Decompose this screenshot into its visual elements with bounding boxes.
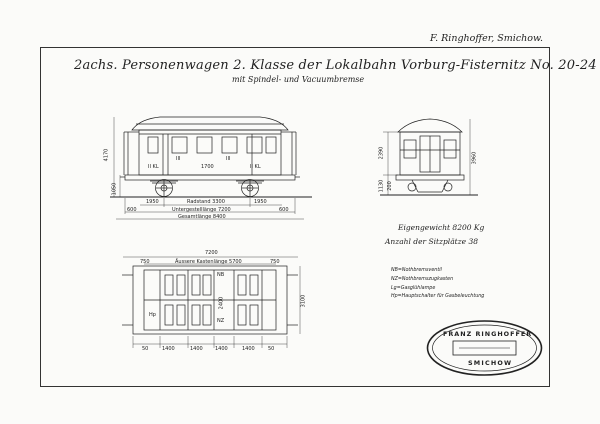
plan-left-end: 750 <box>140 259 150 265</box>
side-view-coach <box>110 116 312 198</box>
plan-tag-nz: NZ <box>217 318 225 324</box>
plan-seg-3: 1400 <box>215 346 228 352</box>
end-total-height: 3960 <box>471 151 478 165</box>
side-left-axle-dim: 1950 <box>146 199 159 205</box>
side-left-compartment: III <box>176 156 181 162</box>
plan-right-end: 750 <box>270 259 280 265</box>
plan-view-coach <box>122 265 298 335</box>
empty-weight: Eigengewicht 8200 Kg <box>398 223 485 232</box>
manufacturer-stamp <box>426 320 543 376</box>
plan-seg-1: 1400 <box>162 346 175 352</box>
end-body-height: 2390 <box>378 146 385 160</box>
plan-tag-hp: Hp <box>149 312 156 318</box>
side-overhang-right: 600 <box>279 207 289 213</box>
manufacturer-header: F. Ringhoffer, Smichow. <box>430 33 544 44</box>
plan-inner-length: Äussere Kastenlänge 5700 <box>175 259 242 265</box>
side-wheelbase-dim: Radstand 3300 <box>187 199 225 205</box>
legend-item: NB=Nothbremsventil <box>391 268 442 273</box>
drawing-subtitle: mit Spindel- und Vacuumbremse <box>232 75 365 84</box>
side-right-class-label: II KL <box>250 164 261 170</box>
plan-tag-nb: NB <box>217 272 225 278</box>
side-overhang-left: 600 <box>127 207 137 213</box>
stamp-top-text: FRANZ RINGHOFFER <box>443 330 533 338</box>
legend-item: NZ=Nothbremszugkasten <box>391 276 454 282</box>
plan-width-dim: 3100 <box>300 294 307 308</box>
plan-seg-4: 1400 <box>242 346 255 352</box>
plan-overall-dim: 7200 <box>205 250 218 256</box>
legend: NB=Nothbremsventil NZ=Nothbremszugkasten… <box>391 267 484 302</box>
plan-seg-2: 1400 <box>190 346 203 352</box>
side-coach-number: 1700 <box>201 164 214 170</box>
end-view-coach <box>380 118 478 196</box>
seat-count: Anzahl der Sitzplätze 38 <box>385 237 478 246</box>
drawing-title: 2achs. Personenwagen 2. Klasse der Lokal… <box>74 58 597 73</box>
side-left-class-label: II KL <box>148 164 159 170</box>
side-total-length: Gesamtlänge 8400 <box>178 214 226 220</box>
side-right-compartment: III <box>226 156 231 162</box>
legend-item: Lg=Gasglühlampe <box>391 285 436 291</box>
legend-item: Hp=Hauptschalter für Gasbeleuchtung <box>391 294 485 300</box>
side-frame-length: Untergestelllänge 7200 <box>172 207 231 213</box>
end-step-height: 200 <box>386 181 393 191</box>
plan-end-right: 50 <box>268 346 275 352</box>
side-height-floor: 1050 <box>111 182 118 196</box>
side-right-axle-dim: 1950 <box>254 199 267 205</box>
side-height-total: 4170 <box>103 148 110 162</box>
drawing-frame <box>40 47 550 387</box>
plan-end-left: 50 <box>142 346 149 352</box>
end-floor-height: 1130 <box>378 179 385 193</box>
stamp-bottom-text: SMICHOW <box>468 359 513 367</box>
plan-center-mark: 2400 <box>218 296 225 310</box>
